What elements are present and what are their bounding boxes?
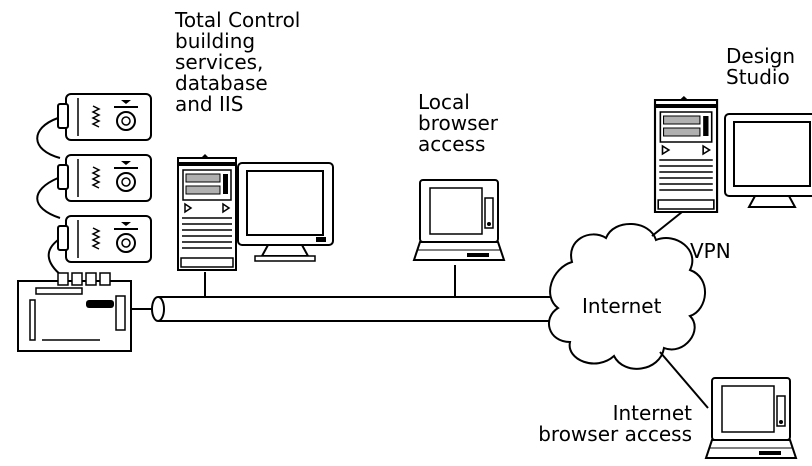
local-access-label: Local browser access xyxy=(418,90,499,156)
internet-link xyxy=(659,351,709,409)
remote-access-label: Internet browser access xyxy=(538,401,692,446)
monitor-icon xyxy=(724,113,812,208)
vpn-label: VPN xyxy=(690,239,731,263)
tower-server-icon xyxy=(177,153,237,271)
sensor-cable xyxy=(36,117,61,159)
network-backbone xyxy=(131,296,570,322)
laptop-icon xyxy=(413,179,505,261)
internet-label: Internet xyxy=(582,294,662,318)
laptop-icon xyxy=(705,377,797,459)
controller-panel-icon xyxy=(17,272,132,352)
sensor-module-icon xyxy=(57,93,152,141)
design-studio-label: Design Studio xyxy=(726,44,796,89)
sensor-module-icon xyxy=(57,154,152,202)
monitor-icon xyxy=(237,162,334,262)
server-label: Total Control building services, databas… xyxy=(175,8,301,116)
sensor-cable xyxy=(36,177,61,219)
cloud-icon xyxy=(548,223,706,370)
sensor-module-icon xyxy=(57,215,152,263)
vpn-link xyxy=(651,211,683,237)
tower-server-icon xyxy=(653,94,719,214)
